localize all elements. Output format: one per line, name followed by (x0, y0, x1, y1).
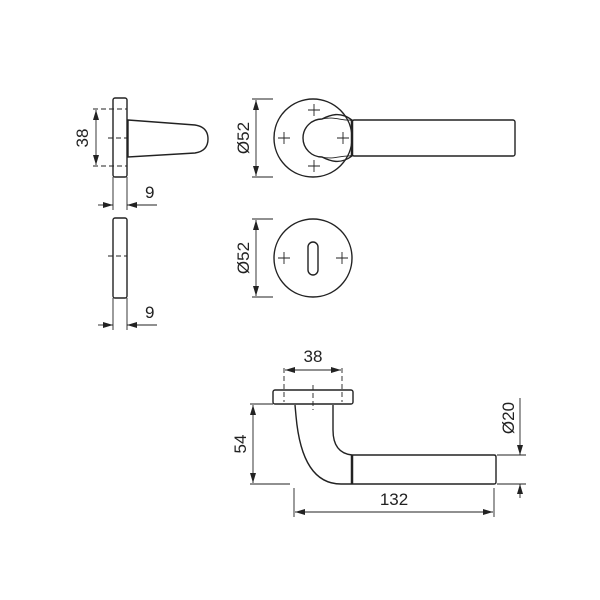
lever-front (351, 119, 516, 157)
front-view-escutcheon: Ø52 (234, 218, 353, 298)
side-view-escutcheon: 9 (98, 217, 157, 330)
screw-cross-icons (278, 252, 348, 264)
dim-rose-diameter-label: Ø52 (234, 122, 253, 154)
rose-plate-side (112, 97, 128, 178)
dim-38-side-label: 38 (73, 129, 92, 148)
keyhole-slot (307, 241, 319, 276)
lever-side (127, 119, 209, 158)
screw-cross-icons (278, 104, 349, 172)
side-view-lever: 38 9 (73, 97, 209, 210)
dim-54-label: 54 (231, 435, 250, 454)
dim-38-top-label: 38 (304, 347, 323, 366)
dim-escutcheon-diameter-label: Ø52 (234, 242, 253, 274)
top-view-lever: 38 54 132 Ø20 (231, 347, 526, 517)
dim-9-side-label: 9 (145, 183, 154, 202)
dim-132-label: 132 (380, 490, 408, 509)
dim-9-escutcheon-label: 9 (145, 303, 154, 322)
dim-lever-diameter-label: Ø20 (499, 402, 518, 434)
front-view-rose-lever: Ø52 (234, 98, 516, 178)
